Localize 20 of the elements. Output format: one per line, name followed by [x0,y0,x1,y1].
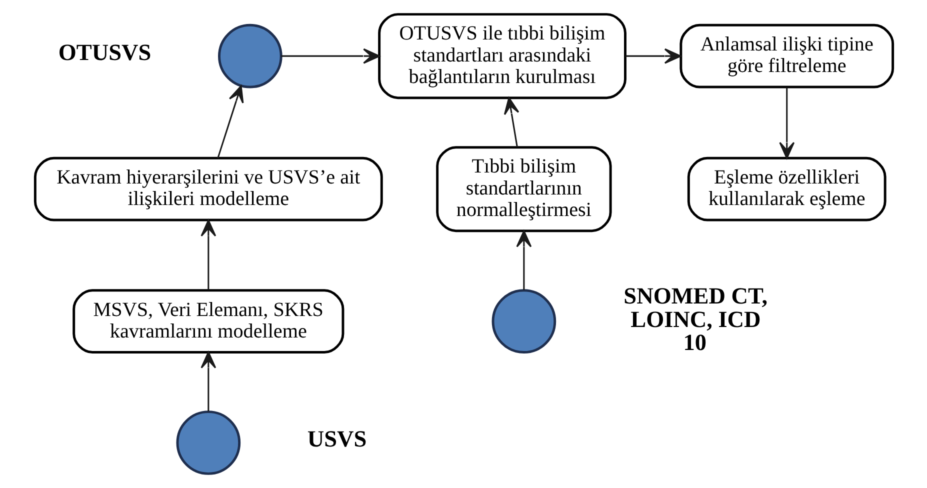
node-box: Kavram hiyerarşilerini ve USVS’e ait ilişkileri modelleme [33,156,382,222]
node-circle [176,410,240,475]
arrow [625,48,681,64]
arrow [200,220,216,290]
node-label: USVS [306,426,366,453]
node-label: OTUSVS [58,40,151,66]
arrow [778,87,794,159]
arrow [216,85,244,158]
node-box: Anlamsal ilişki tipine göre filtreleme [679,24,894,88]
arrow [200,352,216,412]
node-label: SNOMED CT, LOINC, ICD 10 [623,284,768,356]
arrow [280,48,380,64]
node-box: OTUSVS ile tıbbi bilişim standartları arasındaki bağlantıların kurulması [378,13,626,100]
node-circle [491,289,556,354]
node-box: Tıbbi bilişim standartlarının normalleştirmesi [436,146,612,232]
arrow [503,97,519,148]
node-box: MSVS, Veri Elemanı, SKRS kavramlarını modelleme [72,289,344,354]
node-box: Eşleme özellikleri kullanılarak eşleme [686,156,886,222]
node-circle [218,24,282,88]
arrow [516,230,532,290]
